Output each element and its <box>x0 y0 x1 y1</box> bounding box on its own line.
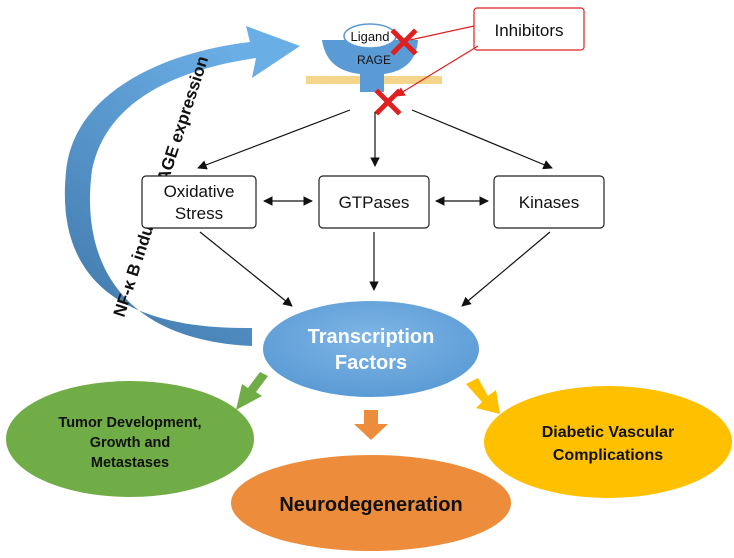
diabetic-label-1: Diabetic Vascular <box>542 424 675 441</box>
arrow-tf-to-diabetic <box>466 378 500 414</box>
tumor-label-3: Metastases <box>91 455 169 471</box>
kinases-box <box>493 175 605 229</box>
neurodegeneration-label: Neurodegeneration <box>279 494 462 516</box>
tumor-label-2: Growth and <box>90 435 171 451</box>
inhibitors-box <box>473 7 585 51</box>
inhibit-x-icon <box>390 28 418 56</box>
inhibitors-label: Inhibitors <box>495 21 564 40</box>
arrow-tf-to-neuro <box>354 410 388 440</box>
diabetic-label-2: Complications <box>553 447 663 464</box>
oxidative-stress-label-1: Oxidative <box>164 182 235 201</box>
oxidative-stress-box <box>141 175 257 229</box>
rage-label: RAGE <box>357 53 391 67</box>
oxidative-stress-label-2: Stress <box>175 204 223 223</box>
inhibit-x-icon <box>374 88 402 116</box>
transcription-factors-label-2: Factors <box>335 352 407 374</box>
gtpases-label: GTPases <box>339 193 410 212</box>
feedback-arrow-shape <box>64 26 300 346</box>
feedback-arrow <box>64 26 300 346</box>
kinases-label: Kinases <box>519 193 579 212</box>
gtpases-box <box>318 175 430 229</box>
inhibitor-line-rage <box>395 45 479 97</box>
arrow-rage-to-kinases <box>411 109 553 170</box>
diabetic-node <box>484 386 732 498</box>
tumor-label-1: Tumor Development, <box>58 415 201 431</box>
inhibitor-line-ligand <box>409 25 475 41</box>
transcription-factors-node <box>263 301 479 397</box>
arrow-oxidative-to-tf <box>199 231 293 307</box>
transcription-factors-label-1: Transcription <box>308 326 435 348</box>
tumor-node <box>6 381 254 497</box>
arrow-kinases-to-tf <box>461 231 551 307</box>
arrow-tf-to-tumor <box>236 372 268 410</box>
arrow-rage-to-oxidative <box>197 109 351 170</box>
ligand-label: Ligand <box>350 29 389 44</box>
neurodegeneration-node <box>231 455 511 551</box>
